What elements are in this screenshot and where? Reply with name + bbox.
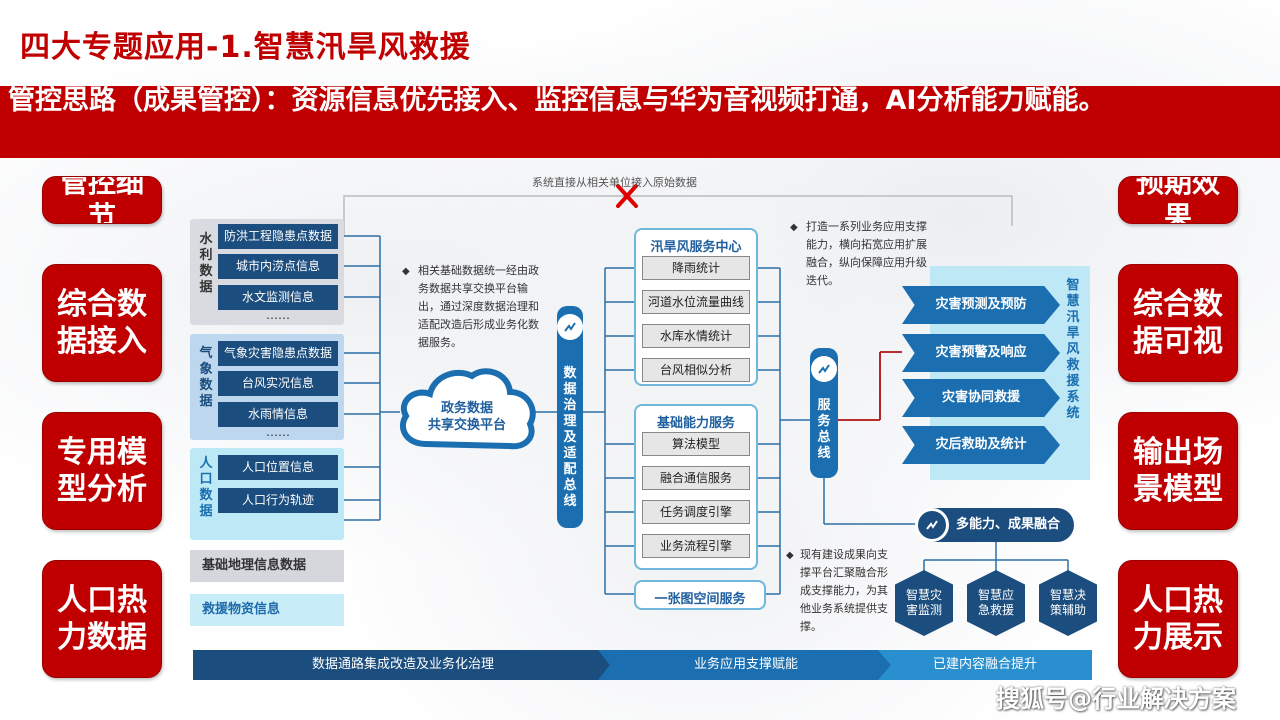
panel1-title: 汛旱风服务中心	[650, 240, 742, 255]
weather-item-3: 水雨情信息	[218, 402, 338, 427]
weather-item-1: 气象灾害隐患点数据	[218, 341, 338, 366]
right-item-1: 综合数据可视	[1118, 264, 1238, 382]
spatial-service-panel	[634, 580, 766, 610]
left-item-text: 人口热力数据	[57, 583, 147, 655]
red-connectors	[838, 351, 902, 421]
population-item-2: 人口行为轨迹	[218, 488, 338, 513]
data-governance-bus	[557, 306, 583, 528]
system-label: 智慧汛旱风救援系统	[1066, 278, 1080, 421]
right-item-text: 综合数据可视	[1133, 287, 1223, 359]
panel2-item-2: 融合通信服务	[642, 466, 750, 490]
geo-data-box: 基础地理信息数据	[190, 550, 344, 582]
panel1-item-3: 水库水情统计	[642, 324, 750, 348]
cloud-icon	[399, 368, 536, 450]
function-4: 灾后救助及统计	[902, 426, 1060, 464]
panel3-title: 一张图空间服务	[654, 592, 746, 607]
right-item-3: 人口热力展示	[1118, 560, 1238, 678]
right-item-text: 输出场景模型	[1133, 435, 1223, 507]
note-left-bullet: ◆	[402, 266, 410, 277]
service-bus-label: 服务总线	[817, 398, 831, 461]
left-item-text: 专用模型分析	[57, 435, 147, 507]
bus-node-icon	[557, 314, 583, 340]
left-header-box: 管控细节	[42, 176, 162, 224]
water-data-label: 水利数据	[199, 232, 213, 295]
right-item-2: 输出场景模型	[1118, 412, 1238, 530]
watermark: 搜狐号@行业解决方案	[996, 685, 1236, 713]
banner-text: 管控思路（成果管控）：资源信息优先接入、监控信息与华为音视频打通，AI分析能力赋…	[8, 85, 1106, 116]
hex-label: 智慧决策辅助	[1049, 588, 1086, 617]
left-item-2: 专用模型分析	[42, 412, 162, 530]
bottom-stage-1: 数据通路集成改造及业务化治理	[193, 650, 613, 680]
left-item-1: 综合数据接入	[42, 264, 162, 382]
water-more: ……	[266, 308, 290, 322]
service-bus-node-icon	[811, 356, 837, 382]
hex-monitoring: 智慧灾害监测	[895, 570, 953, 636]
right-header-text: 预期效果	[1135, 176, 1220, 224]
population-data-label: 人口数据	[199, 456, 213, 519]
data-bus-label: 数据治理及适配总线	[563, 366, 577, 509]
hex-decision: 智慧决策辅助	[1039, 570, 1097, 636]
hex-label: 智慧应急救援	[977, 588, 1014, 617]
bottom-stage-2: 业务应用支撑赋能	[598, 650, 894, 680]
note-right-top-bullet: ◆	[790, 222, 798, 233]
banner-bar	[0, 86, 1280, 158]
panel1-item-4: 台风相似分析	[642, 358, 750, 382]
blocked-x-icon	[616, 184, 638, 208]
fusion-node-icon	[915, 508, 949, 542]
note-left-text: 相关基础数据统一经由政务数据共享交换平台输出，通过深度数据治理和适配改造后形成业…	[418, 264, 539, 349]
panel1-item-1: 降雨统计	[642, 256, 750, 280]
weather-data-label: 气象数据	[199, 346, 213, 409]
weather-more: ……	[266, 425, 290, 439]
panel2-title: 基础能力服务	[656, 416, 735, 431]
panel1-item-2: 河道水位流量曲线	[642, 290, 750, 314]
panel2-item-1: 算法模型	[642, 432, 750, 456]
function-1: 灾害预测及预防	[902, 286, 1060, 324]
right-header-box: 预期效果	[1118, 176, 1238, 224]
hex-rescue: 智慧应急救援	[967, 570, 1025, 636]
function-2: 灾害预警及响应	[902, 334, 1060, 372]
relief-supplies-box: 救援物资信息	[190, 594, 344, 626]
panel2-item-3: 任务调度引擎	[642, 500, 750, 524]
weather-item-2: 台风实况信息	[218, 371, 338, 396]
left-item-3: 人口热力数据	[42, 560, 162, 678]
population-item-1: 人口位置信息	[218, 455, 338, 480]
water-item-3: 水文监测信息	[218, 285, 338, 310]
water-item-1: 防洪工程隐患点数据	[218, 224, 338, 249]
panel2-item-4: 业务流程引擎	[642, 534, 750, 558]
hex-label: 智慧灾害监测	[905, 588, 942, 617]
function-3: 灾害协同救援	[902, 379, 1060, 417]
note-right-bottom-bullet: ◆	[786, 550, 794, 561]
water-item-2: 城市内涝点信息	[218, 254, 338, 279]
cloud-line-1: 政务数据	[440, 401, 493, 416]
cloud-line-2: 共享交换平台	[427, 418, 506, 433]
top-feedback-line	[343, 195, 1013, 236]
note-right-top-text: 打造一系列业务应用支撑能力，横向拓宽应用扩展融合，纵向保障应用升级迭代。	[806, 220, 927, 287]
top-note: 系统直接从相关单位接入原始数据	[532, 176, 697, 189]
left-connectors	[338, 235, 1069, 595]
left-header-text: 管控细节	[59, 176, 144, 224]
note-right-bottom-text: 现有建设成果向支撑平台汇聚融合形成支撑能力，为其他业务系统提供支撑。	[800, 548, 888, 633]
bottom-stage-3: 已建内容融合提升	[878, 650, 1092, 680]
cloud-label: 政务数据 共享交换平台	[402, 400, 532, 434]
page-title: 四大专题应用-1.智慧汛旱风救援	[20, 30, 471, 65]
left-item-text: 综合数据接入	[57, 287, 147, 359]
right-item-text: 人口热力展示	[1133, 583, 1223, 655]
